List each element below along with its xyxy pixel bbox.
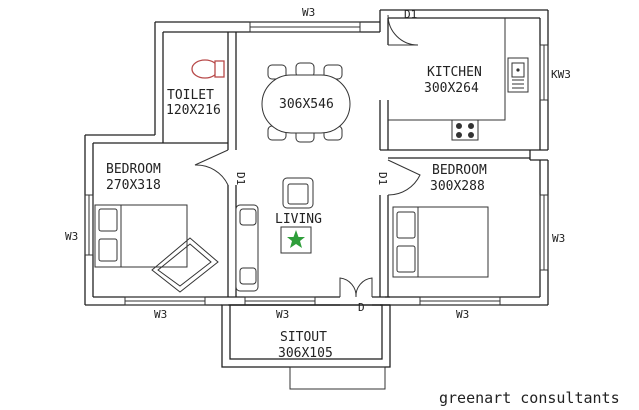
label-d1-top: D1 (404, 8, 417, 21)
label-main-door: D (358, 301, 365, 314)
sitout (221, 304, 391, 390)
toilet-size: 120X216 (166, 103, 221, 118)
label-w3-bottom-right: W3 (456, 308, 469, 321)
left-bed (94, 204, 219, 293)
living-furniture (235, 177, 314, 292)
label-d1-right: D1 (376, 172, 389, 185)
plant-icon (287, 230, 305, 248)
sitout-label: SITOUT (280, 330, 327, 345)
living-label: LIVING (275, 212, 322, 227)
kitchen-label: KITCHEN (427, 65, 482, 80)
label-w3-top: W3 (302, 6, 315, 19)
dining-table (261, 62, 351, 143)
toilet-fixture (191, 59, 225, 79)
bedroom-right-label: BEDROOM (432, 163, 487, 178)
label-w3-bottom-mid: W3 (276, 308, 289, 321)
doors (194, 14, 421, 298)
label-w3-left: W3 (65, 230, 78, 243)
watermark: greenart consultants (439, 389, 620, 407)
bedroom-left-size: 270X318 (106, 178, 161, 193)
dining-size: 306X546 (279, 97, 334, 112)
label-d1-left: D1 (234, 172, 247, 185)
kitchen-counter (388, 18, 529, 141)
label-w3-bottom-left: W3 (154, 308, 167, 321)
right-bed (392, 206, 489, 278)
bedroom-left-label: BEDROOM (106, 162, 161, 177)
toilet-label: TOILET (167, 88, 214, 103)
sitout-size: 306X105 (278, 346, 333, 361)
kitchen-size: 300X264 (424, 81, 479, 96)
bedroom-right-size: 300X288 (430, 179, 485, 194)
label-kw3: KW3 (551, 68, 571, 81)
label-w3-right: W3 (552, 232, 565, 245)
windows (84, 21, 549, 306)
